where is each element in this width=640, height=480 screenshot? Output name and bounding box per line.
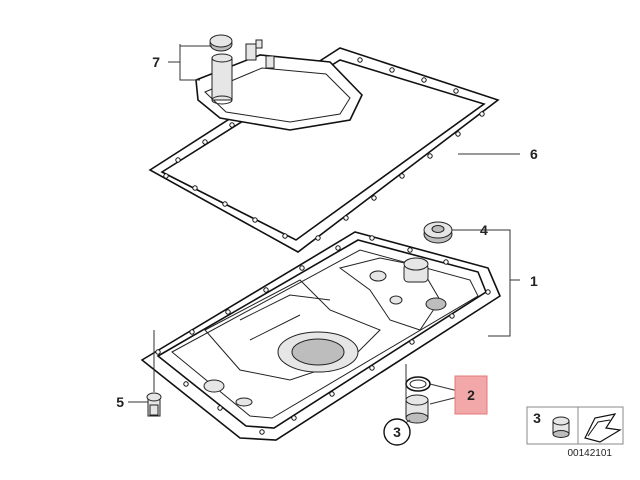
- callout-3: 3: [393, 424, 401, 440]
- arrow-icon: [584, 413, 622, 443]
- oil-pan[interactable]: [140, 231, 502, 441]
- plug-icon: [552, 416, 570, 438]
- filter-seal[interactable]: [209, 34, 233, 52]
- callout-2: 2: [467, 387, 475, 403]
- callout-7: 7: [152, 54, 160, 70]
- callout-5: 5: [116, 394, 124, 410]
- bolt[interactable]: [146, 392, 162, 417]
- callout-3-circle: 3: [383, 418, 411, 446]
- grommet[interactable]: [423, 221, 453, 244]
- seal-ring[interactable]: [405, 376, 431, 392]
- inset-number: 3: [533, 410, 541, 426]
- callout-4: 4: [480, 222, 488, 238]
- callout-6: 6: [530, 146, 538, 162]
- leader-lines: [128, 44, 520, 425]
- drain-plug[interactable]: [405, 394, 429, 424]
- callout-2-highlight[interactable]: 2: [454, 375, 488, 415]
- inset-box: 3: [526, 406, 624, 445]
- callout-1: 1: [530, 273, 538, 289]
- diagram-code: 00142101: [568, 448, 613, 459]
- filter[interactable]: [195, 39, 363, 131]
